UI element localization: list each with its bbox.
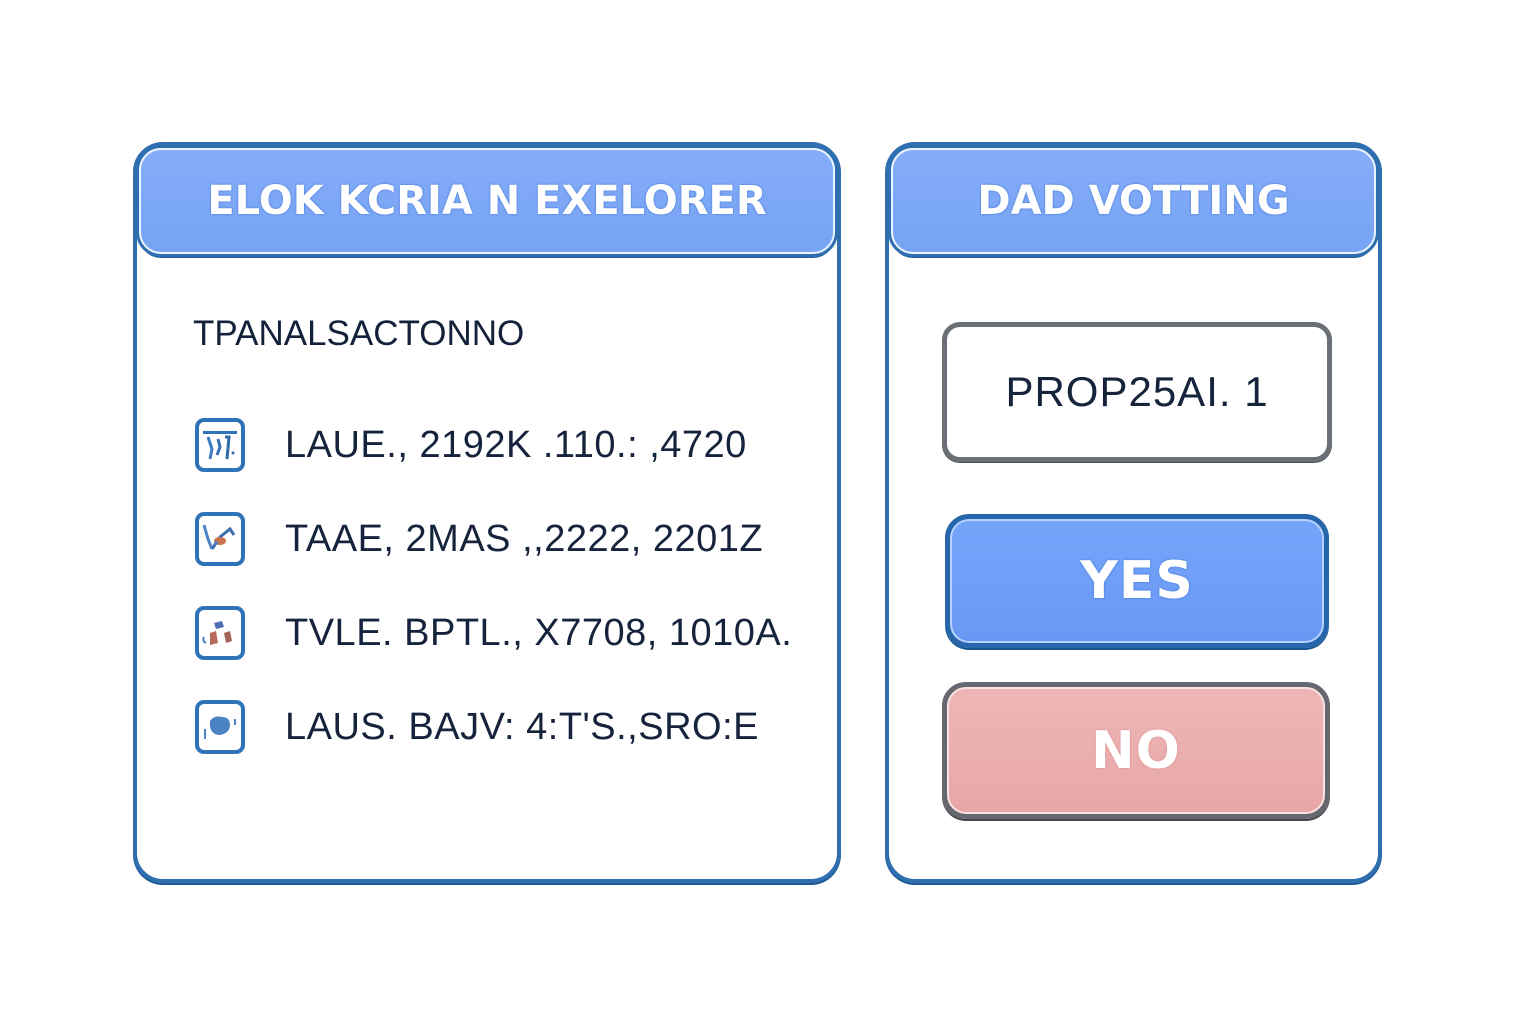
dao-voting-panel: DAD VOTTING PROP25AI. 1 YES NO <box>885 142 1382 883</box>
dao-voting-header: DAD VOTTING <box>891 148 1376 254</box>
proposal-label: PROP25AI. 1 <box>1005 368 1269 415</box>
transactions-label: TPANALSACTONNO <box>193 314 525 353</box>
dao-voting-title: DAD VOTTING <box>977 178 1290 224</box>
transaction-row[interactable]: LAUS. BAJV: 4:T'S.,SRO:E <box>195 680 815 774</box>
transaction-list: LAUE., 2192K .110.: ,4720 TAAE, 2MAS ,,2… <box>195 398 815 774</box>
transfer-icon <box>195 512 245 566</box>
block-icon <box>195 700 245 754</box>
vote-yes-button[interactable]: YES <box>945 514 1329 648</box>
vote-yes-label: YES <box>1080 551 1194 611</box>
transaction-row[interactable]: TAAE, 2MAS ,,2222, 2201Z <box>195 492 815 586</box>
transaction-row[interactable]: LAUE., 2192K .110.: ,4720 <box>195 398 815 492</box>
transaction-row[interactable]: TVLE. BPTL., X7708, 1010A. <box>195 586 815 680</box>
transaction-text: TVLE. BPTL., X7708, 1010A. <box>285 611 793 654</box>
vote-no-button[interactable]: NO <box>942 682 1330 819</box>
transaction-text: LAUE., 2192K .110.: ,4720 <box>285 423 747 466</box>
receipt-icon <box>195 418 245 472</box>
tokens-icon <box>195 606 245 660</box>
proposal-field[interactable]: PROP25AI. 1 <box>942 322 1332 462</box>
vote-no-label: NO <box>1091 720 1181 781</box>
transaction-text: TAAE, 2MAS ,,2222, 2201Z <box>285 517 764 560</box>
block-explorer-panel: ELOK KCRIA N EXELORER TPANALSACTONNO LAU… <box>133 142 841 883</box>
block-explorer-title: ELOK KCRIA N EXELORER <box>207 178 767 224</box>
block-explorer-header: ELOK KCRIA N EXELORER <box>139 148 835 254</box>
transaction-text: LAUS. BAJV: 4:T'S.,SRO:E <box>285 705 759 748</box>
